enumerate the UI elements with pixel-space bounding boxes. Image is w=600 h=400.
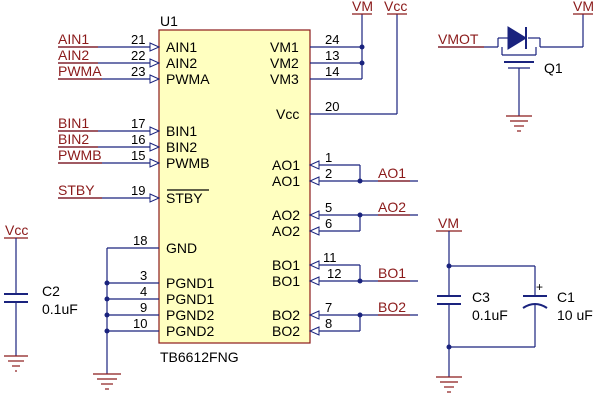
u1-part-name: TB6612FNG xyxy=(160,349,239,365)
ground-symbol-u1 xyxy=(93,373,121,390)
net-label-bin2: BIN2 xyxy=(58,131,89,147)
pin-name-bo2-a: BO2 xyxy=(272,307,300,323)
u1-refdes: U1 xyxy=(160,13,178,29)
net-label-bo1: BO1 xyxy=(378,265,406,281)
c1-value: 10 uF xyxy=(557,307,593,323)
pin-name-pwmb: PWMB xyxy=(166,155,210,171)
pin-num-4: 4 xyxy=(140,284,147,299)
left-ground-pins xyxy=(104,247,159,374)
pin-num-10: 10 xyxy=(133,316,147,331)
net-label-stby: STBY xyxy=(58,182,95,198)
pin-num-18: 18 xyxy=(133,233,147,248)
pin-name-bo1-a: BO1 xyxy=(272,257,300,273)
pin-num-7: 7 xyxy=(325,300,332,315)
pin-name-ain1: AIN1 xyxy=(166,39,197,55)
pin-num-24: 24 xyxy=(325,32,339,47)
pin-name-vm2: VM2 xyxy=(270,55,299,71)
pin-name-bin1: BIN1 xyxy=(166,123,197,139)
c2-refdes: C2 xyxy=(42,283,60,299)
pin-num-8: 8 xyxy=(325,316,332,331)
vm-label-caps: VM xyxy=(438,215,459,231)
q1-refdes: Q1 xyxy=(544,60,563,76)
pin-num-19: 19 xyxy=(131,183,145,198)
pin-name-pgnd2-a: PGND2 xyxy=(166,307,214,323)
pin-name-bo1-b: BO1 xyxy=(272,273,300,289)
pin-num-1: 1 xyxy=(325,150,332,165)
net-label-ao1: AO1 xyxy=(378,165,406,181)
pin-num-3: 3 xyxy=(140,268,147,283)
net-label-bin1: BIN1 xyxy=(58,115,89,131)
c1-refdes: C1 xyxy=(557,289,575,305)
pin-num-23: 23 xyxy=(131,64,145,79)
net-label-vmot: VMOT xyxy=(438,31,479,47)
pin-name-vcc: Vcc xyxy=(276,106,299,122)
pin-name-ao1-a: AO1 xyxy=(272,157,300,173)
pin-name-pwma: PWMA xyxy=(166,71,210,87)
net-label-ain1: AIN1 xyxy=(58,31,89,47)
pin-num-20: 20 xyxy=(325,99,339,114)
vcc-label-c2: Vcc xyxy=(5,222,28,238)
pin-name-vm1: VM1 xyxy=(270,39,299,55)
output-pins xyxy=(308,160,418,336)
pin-name-pgnd1-a: PGND1 xyxy=(166,275,214,291)
c1-polarity-plus: + xyxy=(536,280,543,294)
c3-value: 0.1uF xyxy=(472,307,508,323)
net-label-pwma: PWMA xyxy=(58,63,102,79)
net-label-bo2: BO2 xyxy=(378,299,406,315)
vm-label-top: VM xyxy=(352,0,373,14)
pin-num-14: 14 xyxy=(325,64,339,79)
pin-name-ain2: AIN2 xyxy=(166,55,197,71)
net-label-ain2: AIN2 xyxy=(58,47,89,63)
c3-c1-capacitors xyxy=(436,230,548,393)
pin-num-11: 11 xyxy=(323,250,337,265)
pin-num-2: 2 xyxy=(325,166,332,181)
vm-label-q1: VM xyxy=(573,0,594,14)
pin-name-pgnd2-b: PGND2 xyxy=(166,323,214,339)
pin-num-16: 16 xyxy=(131,132,145,147)
pin-num-9: 9 xyxy=(140,300,147,315)
pin-name-vm3: VM3 xyxy=(270,71,299,87)
net-label-ao2: AO2 xyxy=(378,199,406,215)
pin-num-6: 6 xyxy=(325,216,332,231)
pin-name-bin2: BIN2 xyxy=(166,139,197,155)
vm-pins xyxy=(310,13,372,80)
c2-capacitor xyxy=(4,237,28,372)
net-label-pwmb: PWMB xyxy=(58,147,102,163)
vcc-pin xyxy=(310,13,407,115)
vcc-label-top: Vcc xyxy=(384,0,407,14)
c2-value: 0.1uF xyxy=(42,301,78,317)
c3-refdes: C3 xyxy=(472,289,490,305)
pin-num-15: 15 xyxy=(131,148,145,163)
pin-name-ao2-a: AO2 xyxy=(272,207,300,223)
pin-name-ao2-b: AO2 xyxy=(272,223,300,239)
pin-num-17: 17 xyxy=(131,116,145,131)
pin-num-12: 12 xyxy=(327,266,341,281)
u1-body xyxy=(158,29,311,344)
pin-name-pgnd1-b: PGND1 xyxy=(166,291,214,307)
pin-name-stby: STBY xyxy=(166,190,203,206)
pin-name-gnd: GND xyxy=(166,240,197,256)
pin-num-5: 5 xyxy=(325,200,332,215)
pin-name-ao1-b: AO1 xyxy=(272,173,300,189)
pin-num-22: 22 xyxy=(131,48,145,63)
pin-num-21: 21 xyxy=(131,32,145,47)
pin-num-13: 13 xyxy=(325,48,339,63)
pin-name-bo2-b: BO2 xyxy=(272,323,300,339)
